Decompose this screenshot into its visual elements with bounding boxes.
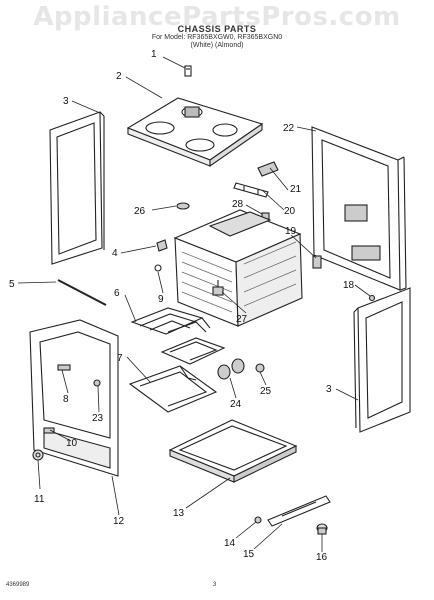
part-9-screw[interactable] xyxy=(154,264,162,272)
model-line: For Model: RF365BXGW0, RF365BXGN0 xyxy=(151,34,283,41)
part-3-side-panel-left[interactable] xyxy=(49,111,105,265)
part-6-element-coil[interactable] xyxy=(160,337,226,365)
oven-cavity[interactable] xyxy=(173,209,303,327)
part-6-broil-element[interactable] xyxy=(130,307,211,335)
callout-23: 23 xyxy=(92,413,104,424)
callout-7: 7 xyxy=(117,353,123,364)
callout-3a: 3 xyxy=(63,96,69,107)
part-19-bracket[interactable] xyxy=(312,255,322,269)
callout-24: 24 xyxy=(230,399,242,410)
part-16-leveling-leg[interactable] xyxy=(316,523,328,535)
callout-15: 15 xyxy=(243,549,255,560)
callout-16: 16 xyxy=(316,552,328,563)
callout-6: 6 xyxy=(114,288,120,299)
part-22-back-panel[interactable] xyxy=(311,126,407,291)
watermark: AppliancePartsPros.com xyxy=(33,2,401,32)
part-25-connector[interactable] xyxy=(255,363,265,373)
part-11-leveling-leg[interactable] xyxy=(32,449,44,461)
callout-1: 1 xyxy=(151,49,157,60)
part-23-screw[interactable] xyxy=(93,379,101,387)
callout-20: 20 xyxy=(284,206,296,217)
leader-lines xyxy=(17,56,371,552)
callout-3b: 3 xyxy=(326,384,332,395)
callout-labels: 1 2 3 22 21 26 28 20 19 4 5 18 9 6 27 7 … xyxy=(9,49,355,563)
part-24-knob-assembly[interactable] xyxy=(217,358,245,380)
part-1-terminal[interactable] xyxy=(184,65,192,77)
part-26-clip[interactable] xyxy=(176,202,190,210)
part-18-screw[interactable] xyxy=(368,294,376,302)
part-21-terminal-block[interactable] xyxy=(257,161,279,177)
callout-10: 10 xyxy=(66,438,78,449)
diagram-title: CHASSIS PARTS xyxy=(177,24,257,34)
callout-2: 2 xyxy=(116,71,122,82)
part-10-bracket[interactable] xyxy=(43,427,55,434)
callout-19: 19 xyxy=(285,226,297,237)
part-2-main-top[interactable] xyxy=(126,97,264,168)
callout-14: 14 xyxy=(224,538,236,549)
callout-25: 25 xyxy=(260,386,272,397)
part-20-bracket[interactable] xyxy=(233,182,269,198)
callout-26: 26 xyxy=(134,206,146,217)
callout-22: 22 xyxy=(283,123,295,134)
page-number: 3 xyxy=(213,582,217,588)
callout-13: 13 xyxy=(173,508,185,519)
part-4-clip[interactable] xyxy=(156,239,168,252)
part-14-screw[interactable] xyxy=(254,516,262,524)
callout-27: 27 xyxy=(236,314,248,325)
part-15-anti-tip-bracket[interactable] xyxy=(267,495,331,527)
callout-12: 12 xyxy=(113,516,125,527)
part-5-strip[interactable] xyxy=(57,279,107,306)
part-8-clip[interactable] xyxy=(57,364,71,371)
callout-28: 28 xyxy=(232,199,244,210)
finish-line: (White) (Almond) xyxy=(190,42,244,49)
callout-18: 18 xyxy=(343,280,355,291)
part-7-bake-element[interactable] xyxy=(128,365,218,413)
part-27-sensor[interactable] xyxy=(212,280,224,296)
part-3-side-panel-right[interactable] xyxy=(353,287,411,433)
callout-5: 5 xyxy=(9,279,15,290)
callout-21: 21 xyxy=(290,184,302,195)
diagram-code: 4369989 xyxy=(6,582,30,588)
callout-8: 8 xyxy=(63,394,69,405)
callout-11: 11 xyxy=(34,494,45,505)
part-13-oven-bottom[interactable] xyxy=(168,419,298,483)
callout-4: 4 xyxy=(112,248,118,259)
callout-9: 9 xyxy=(158,294,164,305)
part-12-front-frame[interactable] xyxy=(29,319,119,477)
